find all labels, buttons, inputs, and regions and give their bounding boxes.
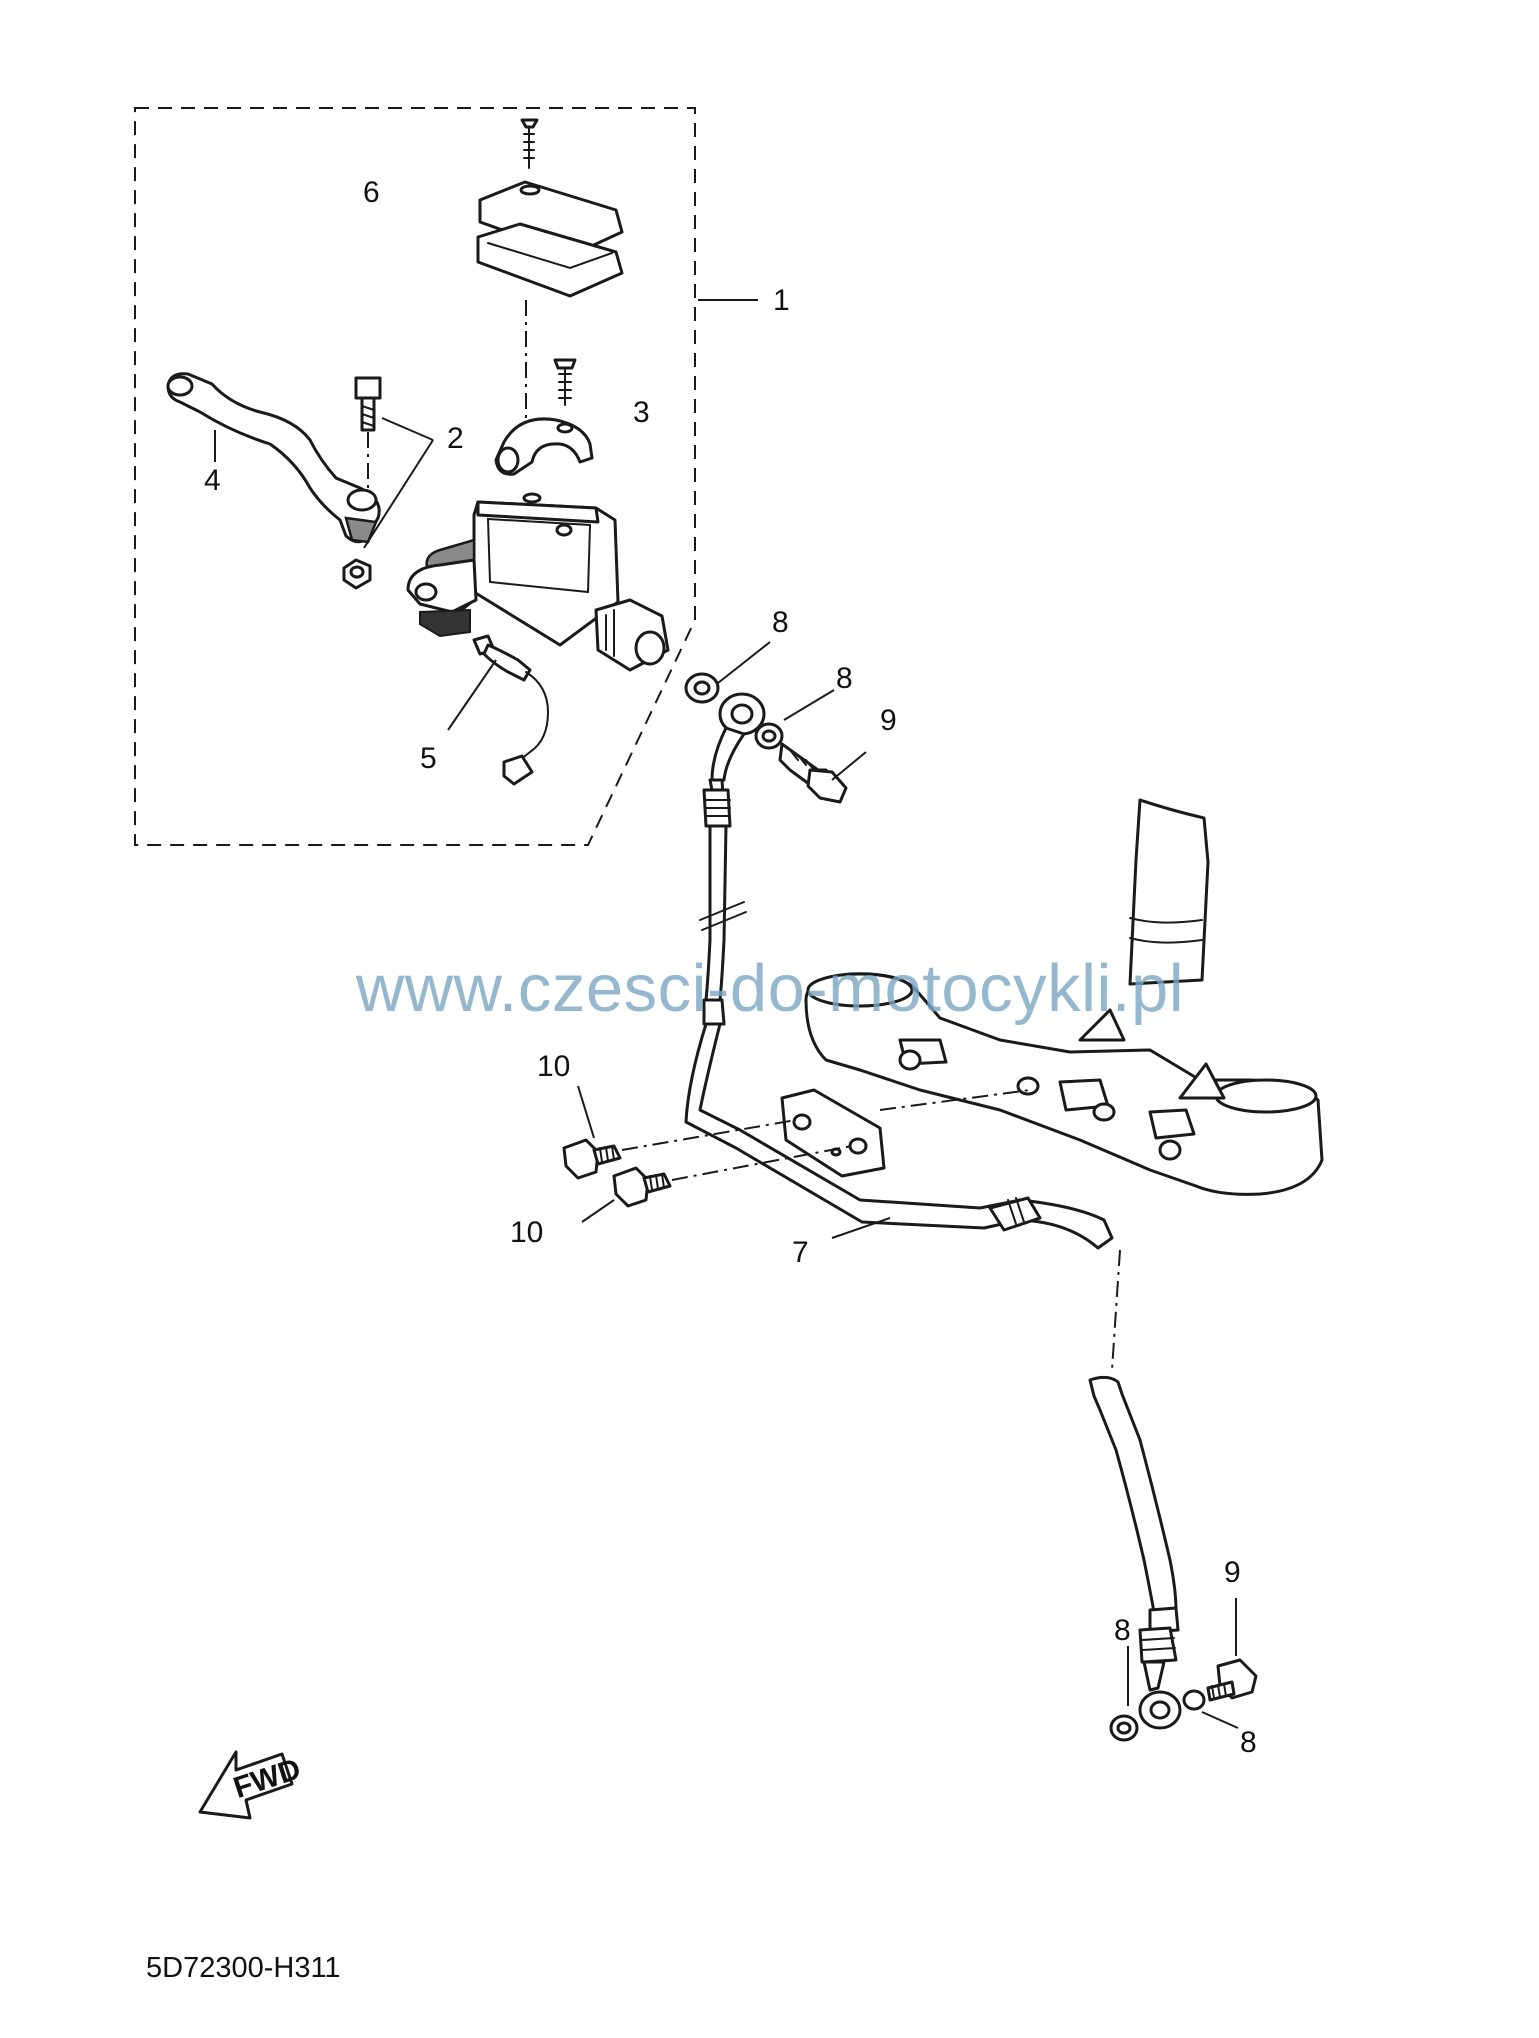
callout-5: 5 [420, 742, 437, 775]
callout-9-lower: 9 [1224, 1556, 1241, 1589]
callout-8-lower-a: 8 [1114, 1614, 1131, 1647]
callout-6: 6 [363, 176, 380, 209]
reservoir-cap-group [476, 118, 624, 422]
master-cylinder-assembly-boundary [134, 107, 696, 846]
hose-guide-bracket [780, 1088, 886, 1178]
flange-bolt-upper [562, 1138, 600, 1180]
callout-10-lower: 10 [510, 1216, 543, 1249]
lever-pivot-bolt-group [342, 376, 434, 590]
reservoir-cap [478, 180, 624, 257]
brake-hose [684, 778, 1180, 1692]
upper-triple-clamp [804, 798, 1324, 1196]
website-watermark: www.czesci-do-motocykli.pl [355, 951, 1185, 1026]
callout-4: 4 [204, 464, 221, 497]
forward-direction-indicator: FWD [198, 1750, 305, 1820]
diaphragm [476, 222, 624, 298]
flange-bolt-lower [612, 1166, 650, 1208]
callout-9-upper: 9 [880, 704, 897, 737]
lower-banjo-fittings [1109, 1598, 1258, 1742]
callout-7: 7 [792, 1236, 809, 1269]
callout-8-lower-b: 8 [1240, 1726, 1257, 1759]
bracket-holder-group [494, 358, 594, 476]
upper-banjo-fittings [684, 641, 867, 804]
callout-1: 1 [773, 284, 790, 317]
fwd-label: FWD [230, 1753, 305, 1805]
callout-8-upper-b: 8 [836, 662, 853, 695]
master-cylinder-body [406, 492, 670, 672]
diagram-code: 5D72300-H311 [146, 1952, 341, 1984]
brake-lever [166, 372, 381, 544]
callout-10-upper: 10 [537, 1050, 570, 1083]
callout-3: 3 [633, 396, 650, 429]
bracket-bolts [562, 1085, 853, 1223]
copper-washer-lower-2 [1182, 1689, 1206, 1711]
callout-8-upper-a: 8 [772, 606, 789, 639]
callout-2: 2 [447, 422, 464, 455]
brake-light-switch [447, 634, 550, 786]
